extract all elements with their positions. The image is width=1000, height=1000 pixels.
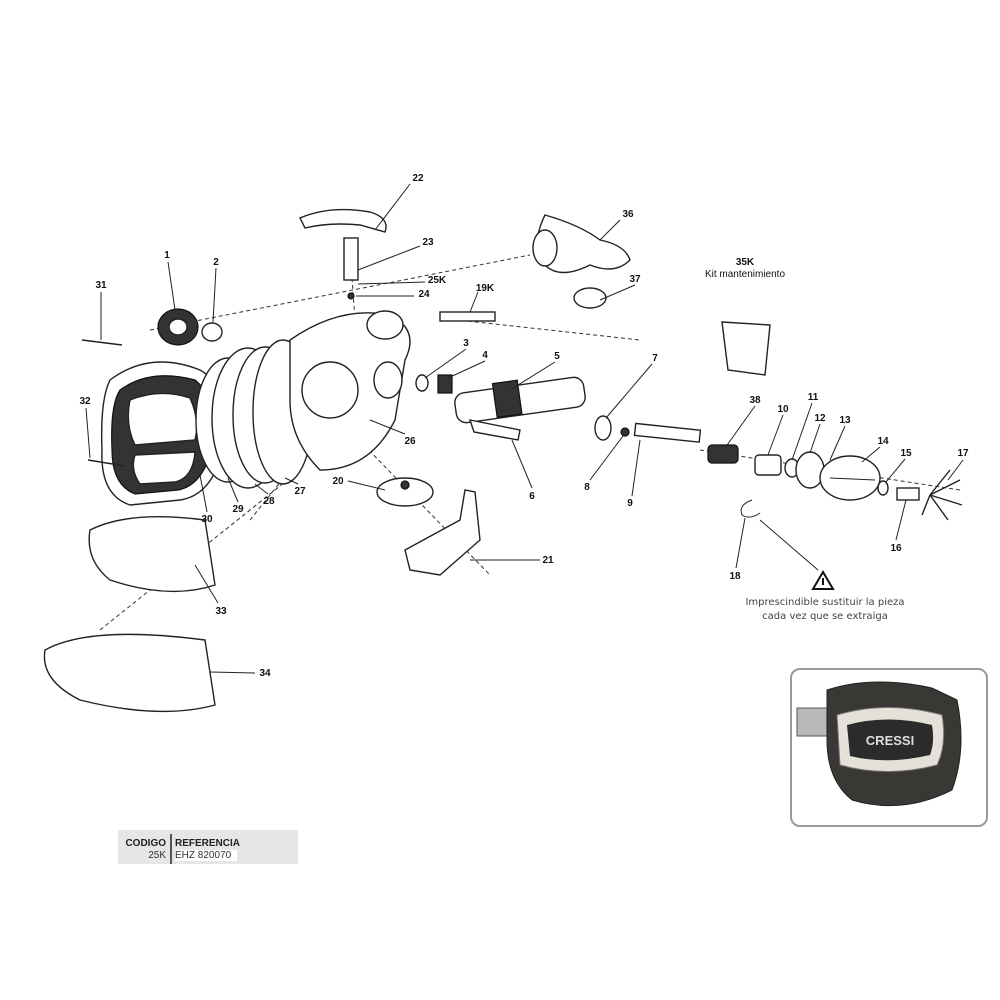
code-value: 25K bbox=[148, 850, 166, 861]
mouthpiece-36 bbox=[532, 214, 631, 274]
callout-14: 14 bbox=[877, 436, 889, 447]
table-divider bbox=[170, 834, 172, 864]
callout-37: 37 bbox=[629, 274, 641, 285]
orifice-14 bbox=[819, 455, 881, 501]
front-cover-30 bbox=[101, 361, 228, 506]
callout-29: 29 bbox=[232, 504, 244, 515]
circlip-18 bbox=[740, 499, 761, 518]
warning-icon bbox=[811, 570, 835, 590]
warning-note-line1: Imprescindible sustituir la pieza bbox=[745, 597, 905, 608]
second-stage-housing-26 bbox=[289, 310, 411, 471]
callout-33: 33 bbox=[215, 606, 227, 617]
warning-note: Imprescindible sustituir la pieza cada v… bbox=[700, 596, 950, 624]
cressi-logo: CRESSI bbox=[866, 733, 914, 748]
callout-3: 3 bbox=[463, 338, 469, 349]
mouthpiece-cover-34 bbox=[43, 633, 216, 713]
clip-6 bbox=[468, 419, 521, 441]
oring-3 bbox=[415, 374, 429, 392]
callout-24: 24 bbox=[418, 289, 430, 300]
header-reference: REFERENCIA bbox=[175, 838, 241, 849]
callout-28: 28 bbox=[263, 496, 275, 507]
orings-11-12-13 bbox=[784, 451, 825, 489]
callout-16: 16 bbox=[890, 543, 902, 554]
callout-4: 4 bbox=[482, 350, 488, 361]
callout-11: 11 bbox=[808, 392, 819, 403]
callout-9: 9 bbox=[627, 498, 633, 509]
header-code: CODIGO bbox=[125, 838, 166, 849]
callout-38: 38 bbox=[749, 395, 761, 406]
oring-7 bbox=[594, 415, 612, 441]
callout-26: 26 bbox=[404, 436, 416, 447]
callout-20: 20 bbox=[332, 476, 344, 487]
callout-35k: 35K bbox=[736, 257, 755, 268]
oring-15 bbox=[877, 480, 889, 496]
callout-34: 34 bbox=[259, 668, 271, 679]
pin-31 bbox=[81, 339, 123, 346]
pin-19k bbox=[439, 311, 496, 322]
callout-8: 8 bbox=[584, 482, 590, 493]
callout-7: 7 bbox=[652, 353, 658, 364]
callout-12: 12 bbox=[814, 413, 826, 424]
reference-value: EHZ 820070 bbox=[175, 850, 238, 861]
screw-16 bbox=[896, 487, 920, 501]
callout-1: 1 bbox=[164, 250, 170, 261]
product-photo: CRESSI bbox=[790, 668, 988, 827]
callout-21: 21 bbox=[542, 555, 554, 566]
deflector-21 bbox=[404, 489, 481, 576]
assembly-axis bbox=[699, 449, 961, 491]
assembly-axis bbox=[349, 249, 356, 321]
callout-31: 31 bbox=[95, 280, 107, 291]
callout-32: 32 bbox=[79, 396, 91, 407]
spring-38 bbox=[707, 444, 739, 464]
spring-4 bbox=[437, 374, 453, 394]
callout-10: 10 bbox=[777, 404, 789, 415]
callout-23: 23 bbox=[422, 237, 434, 248]
callout-6: 6 bbox=[529, 491, 535, 502]
callout-15: 15 bbox=[900, 448, 912, 459]
kit-label: Kit mantenimiento bbox=[705, 269, 785, 280]
callout-25k: 25K bbox=[428, 275, 447, 286]
leader-lines bbox=[85, 183, 964, 674]
reference-table: CODIGO REFERENCIA 25K EHZ 820070 bbox=[118, 830, 298, 864]
assembly-axis bbox=[439, 317, 641, 341]
callout-30: 30 bbox=[201, 514, 213, 525]
poppet-8-9 bbox=[620, 422, 702, 443]
callout-36: 36 bbox=[622, 209, 634, 220]
exhaust-valve-1 bbox=[157, 308, 199, 346]
clamp-37 bbox=[573, 287, 607, 309]
callout-5: 5 bbox=[554, 351, 560, 362]
callout-2: 2 bbox=[213, 257, 219, 268]
seat-10 bbox=[754, 454, 782, 476]
pin-32 bbox=[87, 459, 126, 467]
diaphragm-rings bbox=[195, 339, 314, 489]
callout-17: 17 bbox=[957, 448, 969, 459]
kit-bag-35k bbox=[721, 321, 771, 376]
callout-22: 22 bbox=[412, 173, 424, 184]
warning-note-line2: cada vez que se extraiga bbox=[762, 611, 888, 622]
wrench-17 bbox=[921, 469, 963, 521]
diaphragm-20 bbox=[376, 477, 434, 507]
callout-27: 27 bbox=[294, 486, 306, 497]
purge-lever-22 bbox=[299, 208, 387, 300]
mouthpiece-cover-33 bbox=[88, 515, 216, 593]
callout-19k: 19K bbox=[476, 283, 495, 294]
oring-2 bbox=[201, 322, 223, 342]
callout-13: 13 bbox=[839, 415, 851, 426]
callout-18: 18 bbox=[729, 571, 741, 582]
